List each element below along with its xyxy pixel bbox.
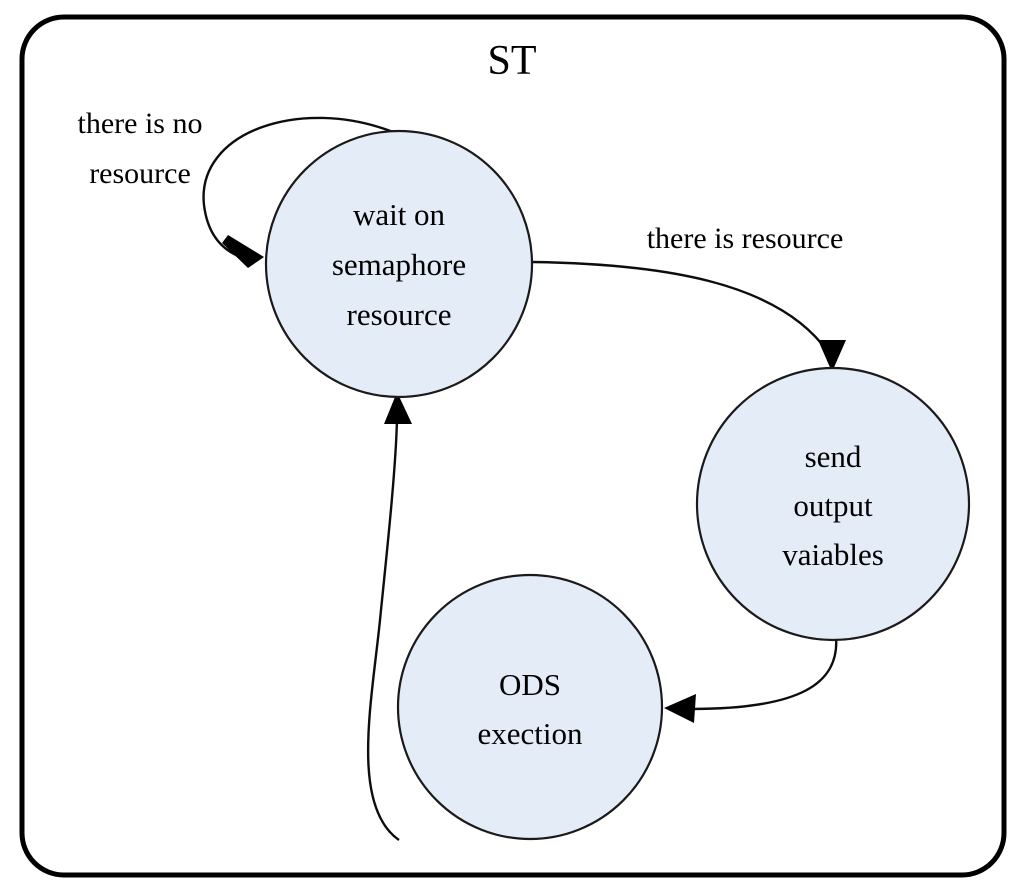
edge-send-to-ods-path (689, 635, 838, 711)
edge-wait-to-send-arrowhead (818, 340, 846, 372)
node-wait-label-line-2: semaphore (332, 247, 466, 282)
node-send-label-line-3: vaiables (782, 537, 884, 572)
edge-wait-to-send (532, 260, 846, 372)
node-wait-label-line-3: resource (347, 297, 452, 332)
node-send-label-line-1: send (805, 439, 862, 474)
node-ods-label-line-1: ODS (499, 667, 561, 702)
edge-ods-to-wait (366, 392, 412, 841)
node-send-label-line-2: output (793, 488, 873, 523)
node-wait-circle[interactable] (264, 129, 534, 399)
edge-self-loop-arrowhead (222, 235, 264, 268)
edge-self-loop-path (202, 116, 394, 260)
edge-ods-to-wait-path (366, 417, 400, 841)
node-wait-on-semaphore-resource[interactable]: wait on semaphore resource (264, 129, 534, 399)
edge-self-loop-no-resource (202, 116, 394, 268)
node-ods-exection[interactable]: ODS exection (396, 573, 664, 841)
edge-label-no-resource-line-2: resource (89, 157, 191, 190)
container-frame (19, 14, 1007, 878)
node-ods-label-line-2: exection (477, 716, 583, 751)
edge-send-to-ods-arrowhead (664, 694, 696, 723)
edge-ods-to-wait-arrowhead (384, 392, 412, 424)
edge-wait-to-send-path (532, 260, 829, 353)
edge-label-no-resource-line-1: there is no (78, 107, 203, 140)
node-wait-label-line-1: wait on (353, 197, 446, 232)
node-send-circle[interactable] (695, 366, 971, 642)
node-ods-circle[interactable] (396, 573, 664, 841)
node-send-output-vaiables[interactable]: send output vaiables (695, 366, 971, 642)
container-title: ST (487, 38, 536, 84)
edge-send-to-ods (664, 635, 838, 723)
edge-label-there-is-resource: there is resource (647, 222, 844, 255)
